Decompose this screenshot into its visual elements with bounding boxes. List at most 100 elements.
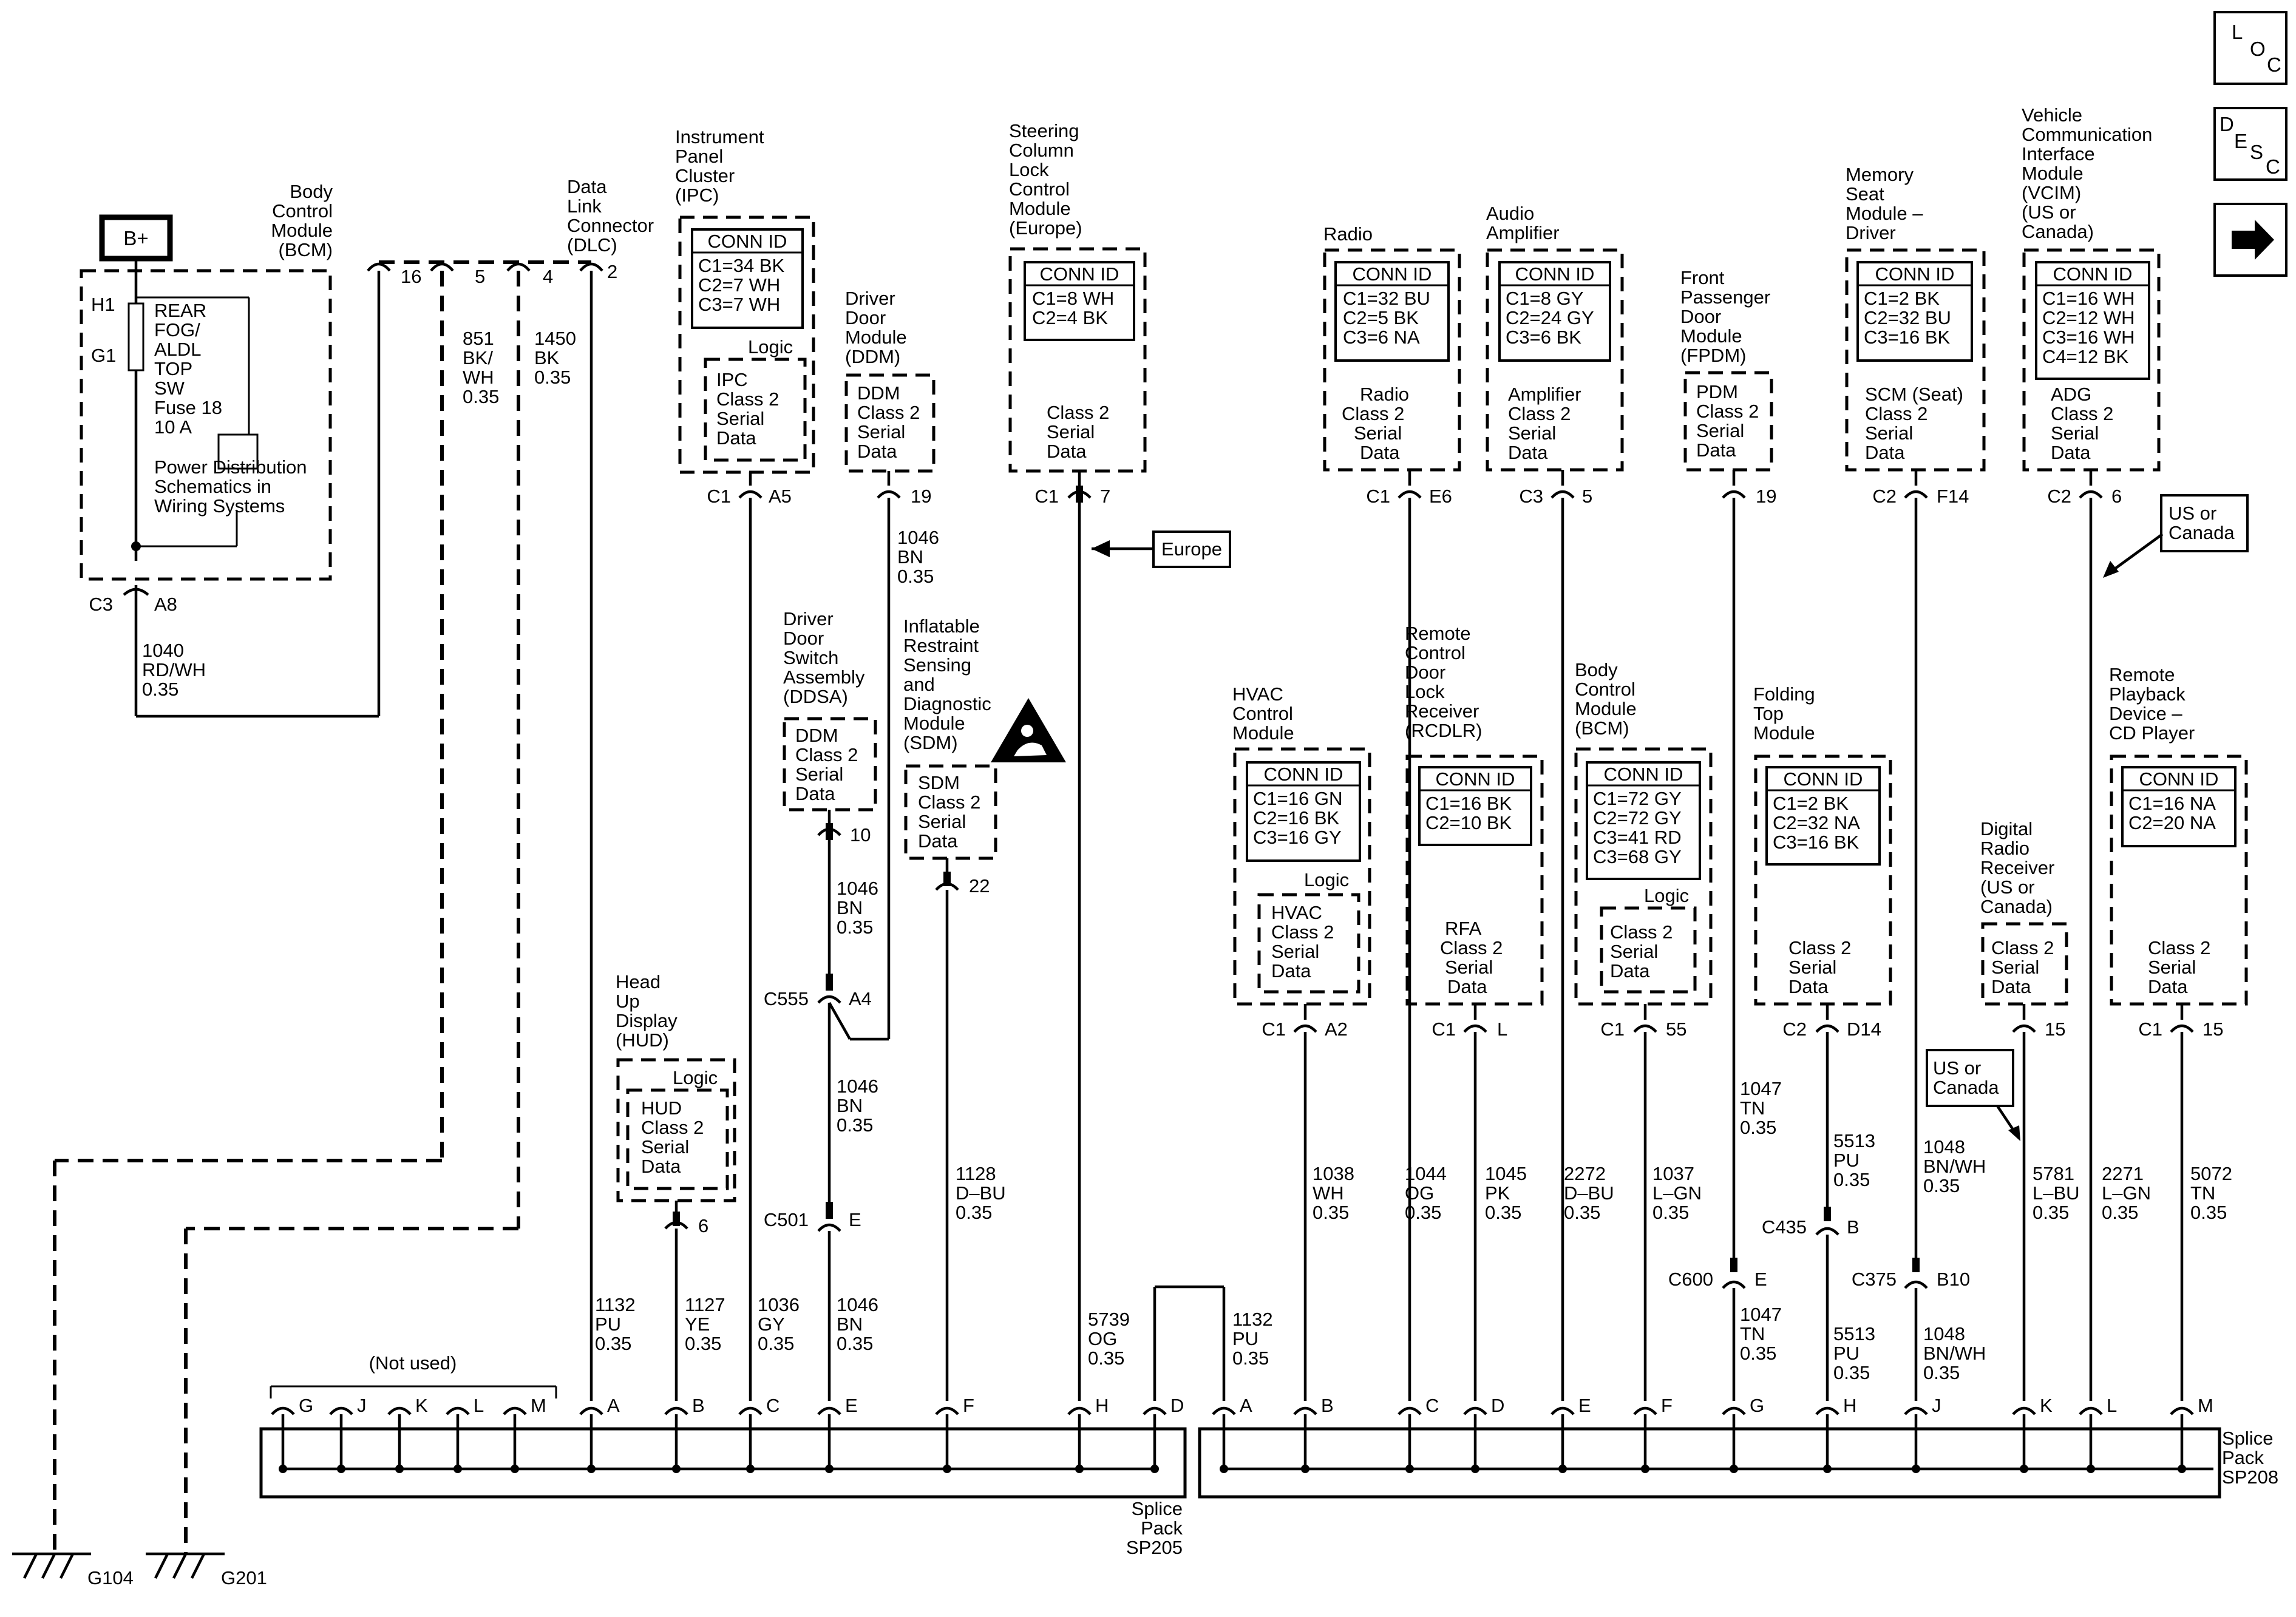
svg-text:10: 10 (850, 824, 871, 846)
bcm-module-box (80, 269, 332, 581)
wire-1046-c555-label: 1046 BN 0.35 (837, 1076, 878, 1136)
svg-text:C3=7 WH: C3=7 WH (698, 294, 780, 315)
svg-text:Driver: Driver (845, 288, 895, 309)
svg-text:C2=24 GY: C2=24 GY (1506, 307, 1594, 328)
svg-text:Control: Control (1405, 642, 1466, 663)
next-arrow-button[interactable] (2213, 203, 2288, 277)
svg-text:(US or: (US or (2022, 202, 2076, 223)
svg-text:Logic: Logic (673, 1067, 718, 1088)
svg-text:5072: 5072 (2190, 1163, 2232, 1184)
svg-text:0.35: 0.35 (1405, 1202, 1441, 1223)
svg-text:BK/: BK/ (463, 347, 493, 368)
svg-text:D14: D14 (1847, 1019, 1881, 1040)
vcim-us-canada-note: US or Canada (2103, 494, 2249, 578)
svg-text:1132: 1132 (1232, 1309, 1273, 1330)
svg-text:C2=12 WH: C2=12 WH (2042, 307, 2135, 328)
svg-text:22: 22 (969, 875, 990, 897)
svg-text:C3: C3 (89, 594, 113, 615)
wire-1037-label: 1037 L–GN 0.35 (1652, 1163, 1702, 1223)
hvac-conn-id: CONN ID C1=16 GN C2=16 BK C3=16 GY (1246, 761, 1361, 862)
desc-button[interactable]: D E S C (2213, 107, 2288, 181)
wire-1046-c501-label: 1046 BN 0.35 (837, 1294, 878, 1354)
svg-text:PU: PU (1833, 1343, 1860, 1364)
svg-text:CONN ID: CONN ID (1040, 263, 1119, 285)
svg-text:1036: 1036 (758, 1294, 800, 1315)
svg-text:Logic: Logic (1644, 885, 1689, 906)
svg-text:15: 15 (2203, 1019, 2223, 1040)
svg-text:TN: TN (1740, 1097, 1765, 1119)
europe-note: Europe (1092, 531, 1231, 568)
power-distribution-ref[interactable]: Power Distribution Schematics in Wiring … (154, 456, 307, 517)
svg-text:19: 19 (911, 486, 931, 507)
svg-text:2: 2 (607, 261, 617, 282)
svg-text:Door: Door (845, 307, 886, 328)
svg-text:1038: 1038 (1313, 1163, 1354, 1184)
bcm2-conn-id: CONN ID C1=72 GY C2=72 GY C3=41 RD C3=68… (1586, 761, 1701, 880)
svg-text:C2=7 WH: C2=7 WH (698, 274, 780, 296)
bcm2-module-box (1574, 747, 1713, 1006)
drr-module-box (1981, 922, 2068, 1006)
svg-text:Top: Top (1753, 703, 1784, 724)
svg-text:10 A: 10 A (154, 416, 192, 438)
cd-conn-id: CONN ID C1=16 NA C2=20 NA (2121, 766, 2237, 847)
ipc-module-box (678, 215, 815, 474)
svg-text:Cluster: Cluster (675, 165, 735, 186)
svg-text:Body: Body (290, 181, 333, 202)
svg-text:Link: Link (567, 195, 602, 217)
svg-text:C1=16 BK: C1=16 BK (1425, 793, 1512, 814)
sclcm-conn-id: CONN ID C1=8 WH C2=4 BK (1024, 261, 1135, 341)
svg-text:(DDM): (DDM) (845, 346, 900, 367)
svg-text:1132: 1132 (595, 1294, 636, 1315)
sp208-pin-label: B (1321, 1395, 1334, 1416)
sp208-pin-g: G (1722, 1395, 1764, 1473)
sp208-pin-label: H (1843, 1395, 1856, 1416)
sp208-pin-label: E (1578, 1395, 1591, 1416)
cd-module-box (2110, 754, 2248, 1006)
svg-text:HVAC: HVAC (1271, 902, 1322, 923)
sdm-title: Inflatable Restraint Sensing and Diagnos… (903, 615, 991, 753)
svg-text:Logic: Logic (748, 336, 793, 358)
svg-text:Digital: Digital (1980, 818, 2033, 839)
svg-text:Panel: Panel (675, 146, 723, 167)
sp205-pin-a: A (579, 1395, 620, 1473)
svg-text:C4=12 BK: C4=12 BK (2042, 346, 2129, 367)
svg-text:Door: Door (1405, 662, 1445, 683)
svg-text:Serial: Serial (857, 421, 905, 442)
splice-pack-sp205: (Not used) Splice Pack SP205 (259, 1352, 1187, 1558)
svg-text:5513: 5513 (1833, 1130, 1875, 1151)
svg-text:A4: A4 (849, 988, 872, 1009)
svg-text:Splice: Splice (2222, 1428, 2273, 1449)
svg-text:D–BU: D–BU (1564, 1182, 1614, 1204)
svg-text:G104: G104 (87, 1567, 134, 1588)
svg-text:Class 2: Class 2 (1865, 403, 1927, 424)
svg-text:Switch: Switch (783, 647, 838, 668)
vcim-conn-id: CONN ID C1=16 WH C2=12 WH C3=16 WH C4=12… (2035, 261, 2150, 380)
svg-text:(US or: (US or (1980, 876, 2035, 898)
sp208-pin-b: B (1293, 1395, 1334, 1473)
svg-text:CONN ID: CONN ID (1436, 768, 1515, 790)
drr-us-canada-note: US or Canada (1926, 1049, 2020, 1141)
svg-text:CD Player: CD Player (2109, 722, 2195, 744)
svg-text:C1: C1 (2138, 1019, 2162, 1040)
svg-text:L–GN: L–GN (2102, 1182, 2151, 1204)
svg-text:Class 2: Class 2 (1047, 402, 1109, 423)
svg-text:Module: Module (1232, 722, 1294, 744)
wire-1048-c375-label: 1048 BN/WH 0.35 (1923, 1323, 1986, 1383)
svg-text:Folding: Folding (1753, 683, 1815, 705)
svg-text:Receiver: Receiver (1405, 700, 1479, 722)
svg-text:(IPC): (IPC) (675, 185, 719, 206)
svg-text:2272: 2272 (1564, 1163, 1606, 1184)
svg-text:Door: Door (783, 628, 824, 649)
svg-text:Class 2: Class 2 (641, 1117, 704, 1138)
svg-text:(HUD): (HUD) (616, 1029, 669, 1051)
svg-text:TN: TN (1740, 1323, 1765, 1344)
svg-text:Door: Door (1680, 306, 1721, 327)
loc-button[interactable]: L O C (2213, 11, 2288, 85)
hvac-title: HVAC Control Module (1232, 683, 1294, 744)
svg-text:0.35: 0.35 (1833, 1362, 1870, 1383)
svg-text:Amplifier: Amplifier (1508, 384, 1581, 405)
sp205-pin-label: E (845, 1395, 858, 1416)
svg-text:Serial: Serial (795, 764, 843, 785)
wire-1047-c600-label: 1047 TN 0.35 (1740, 1304, 1782, 1364)
svg-text:C1=8 WH: C1=8 WH (1032, 288, 1114, 309)
